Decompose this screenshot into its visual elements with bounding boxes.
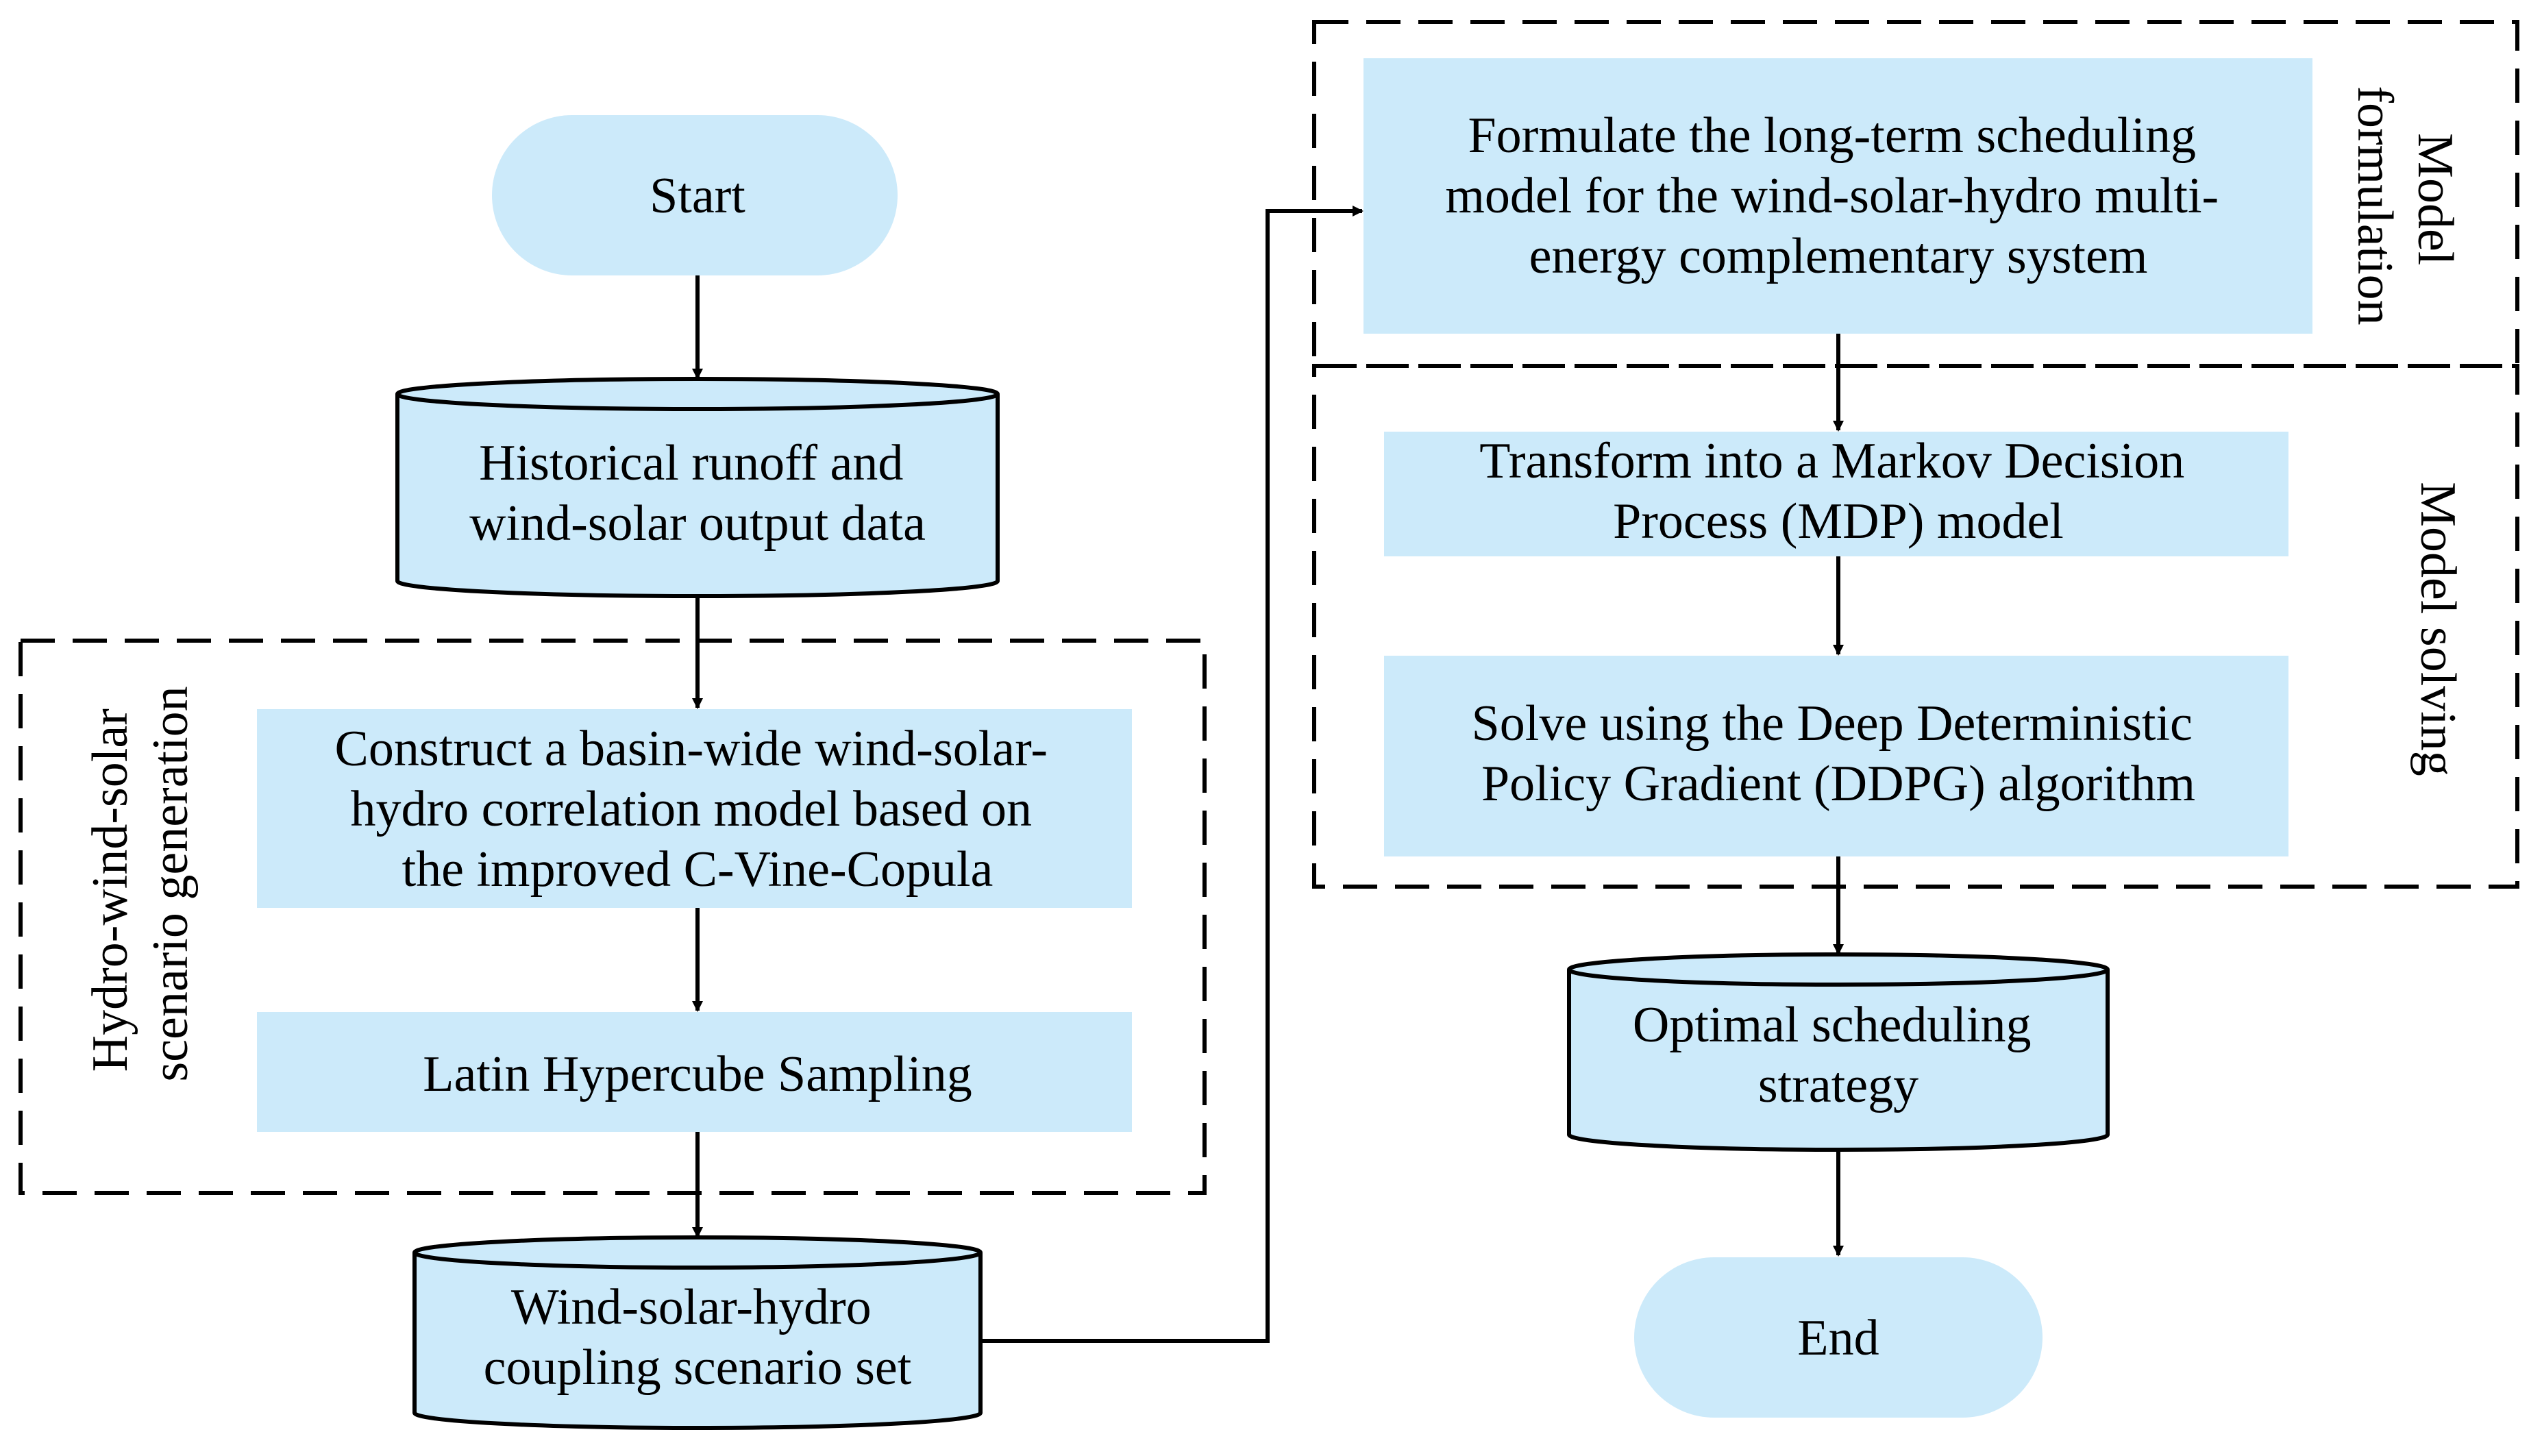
scenario-set-node: Wind-solar-hydro coupling scenario set: [412, 1235, 983, 1430]
model-solving-group: [1312, 364, 2519, 889]
correlation-model-label: Construct a basin-wide wind-solar- hydro…: [335, 721, 1061, 898]
ddpg-node: Solve using the Deep Deterministic Polic…: [1384, 656, 2288, 856]
optimal-strategy-label: Optimal scheduling strategy: [1633, 997, 2044, 1113]
correlation-model-node: Construct a basin-wide wind-solar- hydro…: [257, 709, 1132, 908]
optimal-strategy-node: Optimal scheduling strategy: [1567, 952, 2110, 1152]
historical-data-label: Historical runoff and wind-solar output …: [469, 435, 926, 552]
mdp-node: Transform into a Markov Decision Process…: [1384, 432, 2288, 556]
start-node: Start: [492, 115, 898, 275]
scenario-set-label: Wind-solar-hydro coupling scenario set: [484, 1279, 912, 1396]
lhs-label: Latin Hypercube Sampling: [423, 1046, 972, 1102]
arrow-scenario-to-formulate: [980, 206, 1363, 1343]
model-solving-group-label: Model solving: [2410, 482, 2466, 776]
lhs-node: Latin Hypercube Sampling: [257, 1012, 1132, 1132]
ddpg-label: Solve using the Deep Deterministic Polic…: [1472, 695, 2206, 812]
scenario-generation-group-label: Hydro-wind-solar scenario generation: [82, 686, 199, 1081]
end-node: End: [1634, 1257, 2043, 1418]
mdp-label: Transform into a Markov Decision Process…: [1479, 433, 2197, 550]
historical-data-node: Historical runoff and wind-solar output …: [395, 377, 1000, 598]
end-label: End: [1797, 1310, 1879, 1366]
model-formulation-group-label: Model formulation: [2347, 86, 2463, 325]
formulate-model-label: Formulate the long-term scheduling model…: [1445, 108, 2231, 284]
scenario-generation-group: [18, 639, 1207, 1195]
start-label: Start: [650, 168, 745, 224]
connectors: [692, 206, 1844, 1343]
formulate-model-node: Formulate the long-term scheduling model…: [1363, 58, 2312, 334]
